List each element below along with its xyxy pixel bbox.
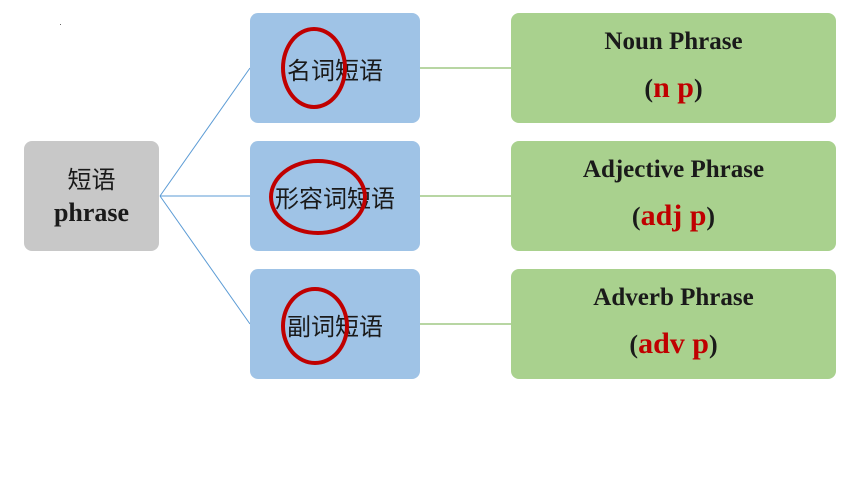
node-adverb-phrase-en: Adverb Phrase (adv p) [511, 269, 836, 379]
noun-phrase-open-paren: ( [644, 73, 654, 103]
noun-phrase-name: Noun Phrase [604, 27, 743, 55]
adverb-phrase-abbr: (adv p) [629, 321, 717, 368]
connector-root-to-noun [159, 67, 251, 197]
root-node-phrase: 短语 phrase [24, 141, 159, 251]
root-label-chinese: 短语 [67, 166, 116, 194]
stray-dot [60, 24, 61, 25]
adverb-phrase-zh-label: 副词短语 [281, 286, 383, 365]
highlight-circle-adjective [269, 158, 367, 235]
node-noun-phrase-zh: 名词短语 [250, 13, 420, 123]
adjective-phrase-zh-label: 形容词短语 [269, 158, 395, 235]
adverb-phrase-abbr-text: adv p [638, 326, 709, 360]
root-label-english: phrase [53, 198, 130, 227]
highlight-circle-adverb [281, 286, 349, 365]
node-adjective-phrase-zh: 形容词短语 [250, 141, 420, 251]
adverb-phrase-close-paren: ) [708, 329, 718, 359]
noun-phrase-zh-label: 名词短语 [281, 26, 383, 109]
highlight-circle-noun [281, 26, 347, 109]
node-adverb-phrase-zh: 副词短语 [250, 269, 420, 379]
adverb-phrase-open-paren: ( [629, 329, 639, 359]
adjective-phrase-abbr: (adj p) [632, 193, 715, 240]
adverb-phrase-name: Adverb Phrase [593, 283, 754, 311]
adjective-phrase-open-paren: ( [631, 201, 641, 231]
connector-root-to-adverb [159, 195, 251, 325]
node-adjective-phrase-en: Adjective Phrase (adj p) [511, 141, 836, 251]
adjective-phrase-close-paren: ) [706, 201, 716, 231]
noun-phrase-abbr: (n p) [644, 65, 702, 112]
adjective-phrase-name: Adjective Phrase [582, 155, 765, 183]
noun-phrase-abbr-text: n p [653, 70, 694, 104]
noun-phrase-close-paren: ) [693, 73, 703, 103]
adjective-phrase-abbr-text: adj p [640, 198, 707, 232]
node-noun-phrase-en: Noun Phrase (n p) [511, 13, 836, 123]
